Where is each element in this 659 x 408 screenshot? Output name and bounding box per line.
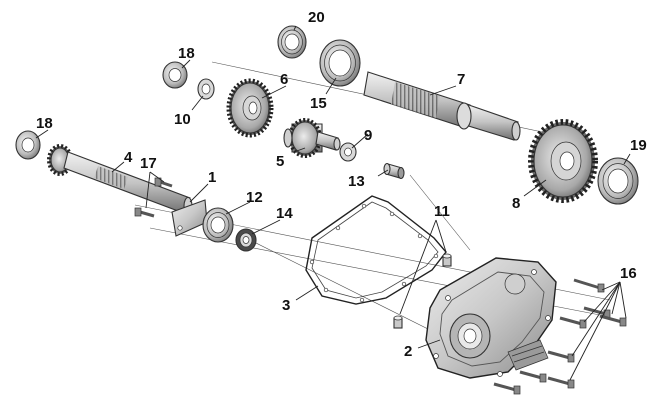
callout-1: 1 [208,169,216,186]
callout-5: 5 [276,153,284,170]
callout-17: 17 [140,155,157,172]
callout-11: 11 [434,203,450,220]
callout-4: 4 [124,149,133,166]
transmission-cover-part-2 [425,257,557,379]
callout-18-upper: 18 [178,45,195,62]
bearing-part-19 [597,157,639,205]
bearing-part-18-upper [162,61,188,89]
callout-19: 19 [630,137,647,154]
bearing-part-20 [277,25,307,59]
callout-8: 8 [512,195,520,212]
callout-16: 16 [620,265,637,282]
seal-part-14 [235,228,257,252]
bolts-part-16 [493,278,627,395]
bearing-part-12 [202,207,234,243]
bearing-part-15 [319,39,361,87]
callout-10: 10 [174,111,191,128]
callout-14: 14 [276,205,293,222]
callout-18-lower: 18 [36,115,53,132]
washer-part-9 [339,142,357,162]
callout-13: 13 [348,173,365,190]
gear-shaft-part-5 [283,118,341,158]
callout-7: 7 [457,71,465,88]
input-shaft-part-4 [47,144,193,216]
dowel-pins-part-11 [393,253,452,329]
callout-12: 12 [246,189,263,206]
gear-part-6 [226,78,274,138]
washer-part-10 [197,78,215,100]
leader-lines [35,25,631,381]
callout-6: 6 [280,71,288,88]
bearing-part-18-lower [15,130,41,160]
callout-3: 3 [282,297,290,314]
gasket-part-3 [305,195,447,305]
callout-9: 9 [364,127,372,144]
callout-2: 2 [404,343,412,360]
callout-labels: 20 18 10 6 15 7 9 5 13 8 19 18 4 17 1 12… [36,9,647,360]
output-shaft-part-7 [363,71,521,141]
callout-15: 15 [310,95,327,112]
gear-part-8 [528,119,598,203]
bolts-part-17 [134,177,173,218]
callout-20: 20 [308,9,325,26]
